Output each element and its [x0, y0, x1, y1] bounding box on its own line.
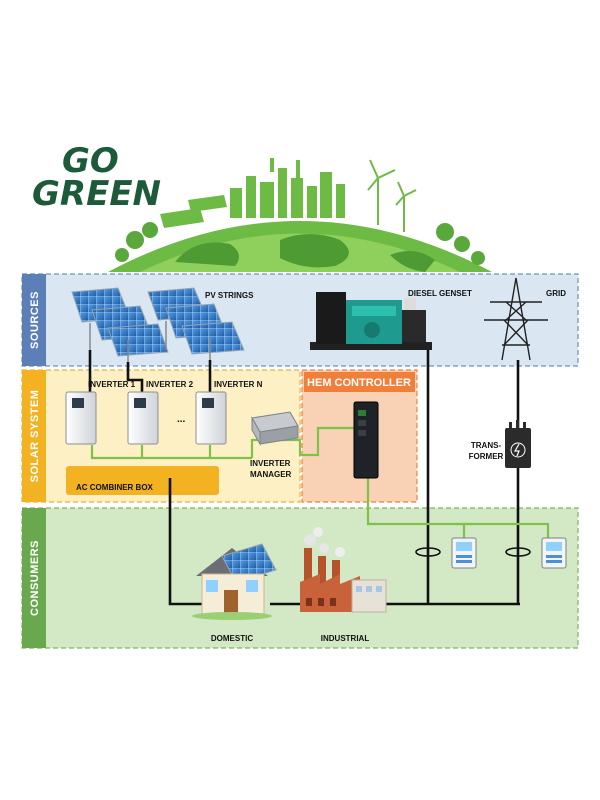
hem-controller-panel: HEM CONTROLLER	[301, 369, 418, 503]
brand-line1: GO	[62, 141, 119, 181]
green-globe-skyline-icon	[108, 158, 492, 272]
consumers-band-title: CONSUMERS	[29, 540, 41, 616]
inverter-2-label: INVERTER 2	[146, 380, 194, 389]
go-green-logo: GO GREEN	[32, 141, 161, 214]
inverter-1-label: INVERTER 1	[88, 380, 136, 389]
energy-meter-icon	[451, 537, 477, 569]
industrial: INDUSTRIAL	[300, 527, 387, 643]
sources-band-title: SOURCES	[29, 291, 41, 349]
hem-controller-device-icon	[353, 401, 379, 479]
inverter-manager-label-2: MANAGER	[250, 470, 292, 479]
brand-line2: GREEN	[32, 174, 161, 214]
pv-strings-label: PV STRINGS	[205, 291, 254, 300]
factory-icon	[300, 527, 387, 613]
inverter-manager: INVERTER MANAGER	[250, 411, 299, 479]
solar-panel-icon	[71, 287, 169, 362]
pv-strings: PV STRINGS	[71, 287, 254, 362]
grid-label: GRID	[546, 289, 566, 298]
transformer-label-1: TRANS-	[471, 441, 502, 450]
transformer: TRANS- FORMER	[469, 420, 531, 468]
inverter-manager-label-1: INVERTER	[250, 459, 291, 468]
transformer-label-2: FORMER	[469, 452, 504, 461]
domestic-label: DOMESTIC	[211, 634, 253, 643]
consumers-band: CONSUMERS	[21, 507, 579, 649]
ac-combiner-label: AC COMBINER BOX	[76, 483, 154, 492]
diesel-genset: DIESEL GENSET	[310, 289, 472, 350]
current-sensor-icon	[415, 547, 441, 557]
energy-meter-icon	[541, 537, 567, 569]
ac-combiner-box: AC COMBINER BOX	[66, 466, 219, 495]
solar-band-title: SOLAR SYSTEM	[29, 390, 41, 483]
solar-panel-icon	[147, 287, 245, 360]
industrial-label: INDUSTRIAL	[321, 634, 370, 643]
transformer-icon	[505, 420, 531, 468]
hem-controller-title: HEM CONTROLLER	[307, 377, 411, 389]
current-sensor-icon	[505, 547, 531, 557]
inverter-n-label: INVERTER N	[214, 380, 263, 389]
inverter-ellipsis: ...	[177, 414, 186, 425]
grid: GRID	[484, 277, 566, 361]
diesel-generator-icon	[310, 292, 432, 350]
gateway-device-icon	[251, 411, 299, 446]
diesel-genset-label: DIESEL GENSET	[408, 289, 472, 298]
inverter-1: INVERTER 1	[65, 380, 136, 445]
inverter-n: INVERTER N	[195, 380, 263, 445]
inverter-2: INVERTER 2	[127, 380, 194, 445]
signal-lines	[90, 426, 550, 540]
domestic: DOMESTIC	[192, 543, 277, 643]
transmission-tower-icon	[484, 277, 548, 361]
house-icon	[192, 543, 277, 620]
